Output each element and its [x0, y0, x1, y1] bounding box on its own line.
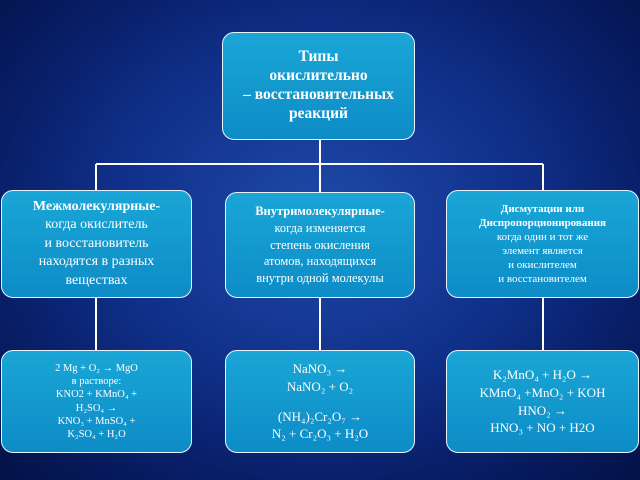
- equation-line: HNO₃ + NO + H2O: [490, 420, 595, 436]
- category-line: когда изменяется: [274, 220, 366, 235]
- example-box-intermolecular: 2 Mg + O₂ → MgO в растворе: KNO2 + KMnO₄…: [1, 350, 192, 453]
- equation-line: NaNO₃ →: [292, 361, 348, 377]
- equation-line: H₂SO₄ →: [75, 402, 118, 414]
- equation-line: (NH₄)₂Cr₂O₇ →: [277, 408, 363, 424]
- category-line: элемент является: [502, 245, 583, 257]
- equation-line: в растворе:: [71, 376, 122, 388]
- example-box-intramolecular: NaNO₃ → NaNO₂ + O₂ (NH₄)₂Cr₂O₇ → N₂ + Cr…: [225, 350, 415, 453]
- equation-line: K₂SO₄ + H₂O: [67, 428, 126, 440]
- category-line: когда один и тот же: [496, 230, 589, 243]
- category-box-disproportionation: Дисмутации или Диспропорционирования ког…: [446, 190, 639, 298]
- equation-line: K₂MnO₄ + H₂O →: [492, 367, 593, 383]
- category-line: находятся в разных: [38, 254, 155, 270]
- equation-line: NaNO₂ + O₂: [286, 378, 354, 394]
- root-line: – восстановительных: [243, 86, 394, 103]
- root-box-reaction-types: Типы окислительно – восстановительных ре…: [222, 32, 415, 140]
- equation-line: KMnO₄ +MnO₂ + KOH: [479, 384, 606, 400]
- category-title: Межмолекулярные-: [32, 198, 161, 214]
- category-title: Дисмутации или: [500, 202, 585, 215]
- category-line: и восстановителем: [498, 273, 587, 286]
- root-line: реакций: [289, 104, 348, 122]
- category-line: и окислителем: [508, 259, 577, 272]
- category-title: Внутримолекулярные-: [255, 203, 385, 218]
- root-line: Типы: [298, 48, 339, 66]
- equation-line: HNO₂ →: [518, 402, 567, 418]
- category-box-intermolecular: Межмолекулярные- когда окислитель и восс…: [1, 190, 192, 298]
- example-box-disproportionation: K₂MnO₄ + H₂O → KMnO₄ +MnO₂ + KOH HNO₂ → …: [446, 350, 639, 453]
- equation-line: N₂ + Cr₂O₃ + H₂O: [271, 426, 369, 442]
- category-line: внутри одной молекулы: [256, 271, 384, 286]
- equation-line: KNO₃ + MnSO₄ +: [57, 415, 136, 427]
- category-title: Диспропорционирования: [479, 216, 606, 229]
- category-line: и восстановитель: [44, 235, 149, 251]
- category-line: атомов, находящихся: [263, 254, 377, 269]
- category-line: степень окисления: [270, 237, 370, 252]
- category-box-intramolecular: Внутримолекулярные- когда изменяется сте…: [225, 192, 415, 298]
- equation-line: 2 Mg + O₂ → MgO: [55, 363, 138, 375]
- root-line: окислительно: [269, 67, 368, 85]
- category-line: веществах: [65, 272, 128, 288]
- equation-line: KNO2 + KMnO₄ +: [55, 389, 138, 401]
- category-line: когда окислитель: [45, 217, 148, 233]
